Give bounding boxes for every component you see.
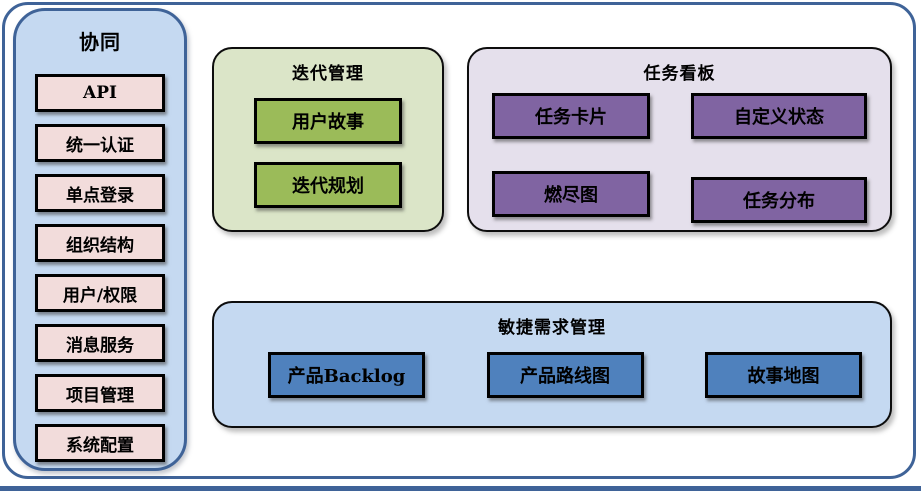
- slide-frame: [2, 2, 916, 479]
- collaboration-item-system-config: 系统配置: [35, 424, 165, 462]
- collaboration-item-org-structure: 组织结构: [35, 224, 165, 262]
- iteration-item-user-story: 用户故事: [254, 98, 402, 144]
- collaboration-item-unified-auth: 统一认证: [35, 124, 165, 162]
- collaboration-panel: 协同 API 统一认证 单点登录 组织结构 用户/权限 消息服务 项目管理 系统…: [13, 8, 187, 471]
- collaboration-item-sso: 单点登录: [35, 174, 165, 212]
- collaboration-item-api: API: [35, 74, 165, 112]
- collaboration-item-project-management: 项目管理: [35, 374, 165, 412]
- iteration-item-list: 用户故事 迭代规划: [214, 98, 442, 208]
- requirements-item-product-roadmap: 产品路线图: [486, 352, 644, 398]
- iteration-management-title: 迭代管理: [292, 64, 364, 83]
- kanban-item-custom-status: 自定义状态: [691, 93, 867, 139]
- collaboration-item-list: API 统一认证 单点登录 组织结构 用户/权限 消息服务 项目管理 系统配置: [35, 74, 165, 462]
- task-kanban-group: 任务看板 任务卡片 自定义状态 燃尽图 任务分布: [467, 47, 892, 232]
- kanban-item-grid: 任务卡片 自定义状态 燃尽图 任务分布: [469, 93, 890, 223]
- kanban-item-burndown-chart: 燃尽图: [492, 171, 650, 217]
- collaboration-item-message-service: 消息服务: [35, 324, 165, 362]
- requirements-item-story-map: 故事地图: [705, 352, 862, 398]
- requirements-item-product-backlog: 产品Backlog: [268, 352, 425, 398]
- collaboration-item-users-permissions: 用户/权限: [35, 274, 165, 312]
- iteration-item-iteration-planning: 迭代规划: [254, 162, 402, 208]
- kanban-item-task-card: 任务卡片: [492, 93, 650, 139]
- agile-requirements-group: 敏捷需求管理 产品Backlog 产品路线图 故事地图: [212, 301, 892, 428]
- slide-bottom-rule: [0, 486, 921, 491]
- collaboration-panel-title: 协同: [79, 32, 121, 54]
- kanban-item-task-distribution: 任务分布: [691, 177, 867, 223]
- requirements-item-list: 产品Backlog 产品路线图 故事地图: [214, 352, 890, 398]
- task-kanban-title: 任务看板: [643, 64, 716, 83]
- agile-requirements-title: 敏捷需求管理: [498, 318, 606, 337]
- iteration-management-group: 迭代管理 用户故事 迭代规划: [212, 47, 444, 232]
